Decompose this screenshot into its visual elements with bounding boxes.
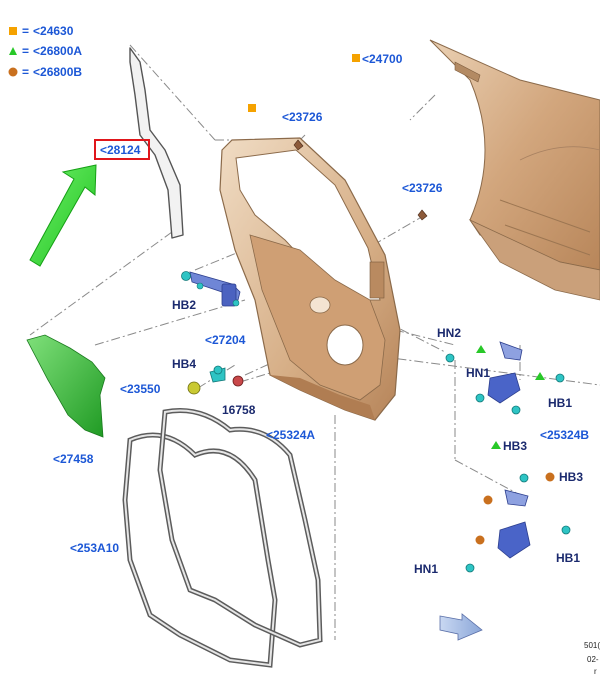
triangle-marker-icon — [9, 47, 17, 55]
footer-ref-line1: 501( — [584, 641, 600, 650]
hinge-cluster-upper — [445, 341, 565, 449]
legend-code: <26800B — [33, 65, 83, 79]
water-shield — [26, 334, 106, 438]
square-marker-icon — [352, 54, 360, 62]
legend-equals: = — [22, 65, 30, 79]
highlight-box — [94, 139, 150, 160]
callout-23726-upper[interactable]: <23726 — [282, 110, 323, 124]
callout-24700[interactable]: <24700 — [362, 52, 403, 66]
legend-code: <24630 — [33, 24, 74, 38]
clip-23726 — [293, 139, 428, 221]
callout-27204[interactable]: <27204 — [205, 333, 246, 347]
callout-hb1-upper[interactable]: HB1 — [548, 396, 573, 410]
callout-hb3-lower[interactable]: HB3 — [503, 439, 528, 453]
direction-arrow-icon — [439, 613, 483, 641]
glass-run-channel — [129, 47, 184, 239]
legend-item-26800b: = <26800B — [8, 64, 82, 80]
inner-door-frame — [219, 137, 401, 421]
callout-28124[interactable]: <28124 — [100, 143, 141, 157]
marker-24630 — [248, 104, 256, 112]
legend-equals: = — [22, 24, 30, 38]
callout-23550[interactable]: <23550 — [120, 382, 161, 396]
legend-item-26800a: = <26800A — [8, 43, 82, 59]
callout-16758[interactable]: 16758 — [222, 403, 256, 417]
callout-hb4[interactable]: HB4 — [172, 357, 197, 371]
square-marker-icon — [9, 27, 17, 35]
callout-25324a[interactable]: <25324A — [266, 428, 316, 442]
callout-hb3-upper[interactable]: HB3 — [559, 470, 584, 484]
circle-marker-icon — [8, 67, 18, 77]
pointer-arrow-icon — [29, 164, 97, 267]
callout-hn1-upper[interactable]: HN1 — [466, 366, 491, 380]
callout-hn1-lower[interactable]: HN1 — [414, 562, 439, 576]
hinge-cluster-lower — [465, 472, 571, 573]
door-seals — [122, 407, 323, 668]
outer-door-panel — [429, 39, 600, 301]
callout-27458[interactable]: <27458 — [53, 452, 94, 466]
callout-25324b[interactable]: <25324B — [540, 428, 590, 442]
lower-fasteners — [187, 365, 244, 395]
callout-hb1-lower[interactable]: HB1 — [556, 551, 581, 565]
callout-hb2[interactable]: HB2 — [172, 298, 197, 312]
footer-ref-line3: r — [594, 667, 597, 676]
callout-23726-right[interactable]: <23726 — [402, 181, 443, 195]
callout-hn2[interactable]: HN2 — [437, 326, 462, 340]
legend-code: <26800A — [33, 44, 83, 58]
legend-item-24630: = <24630 — [8, 23, 73, 39]
callout-253a10[interactable]: <253A10 — [70, 541, 120, 555]
legend-equals: = — [22, 44, 30, 58]
footer-ref-line2: 02- — [587, 655, 599, 664]
door-check-strap — [181, 271, 241, 307]
